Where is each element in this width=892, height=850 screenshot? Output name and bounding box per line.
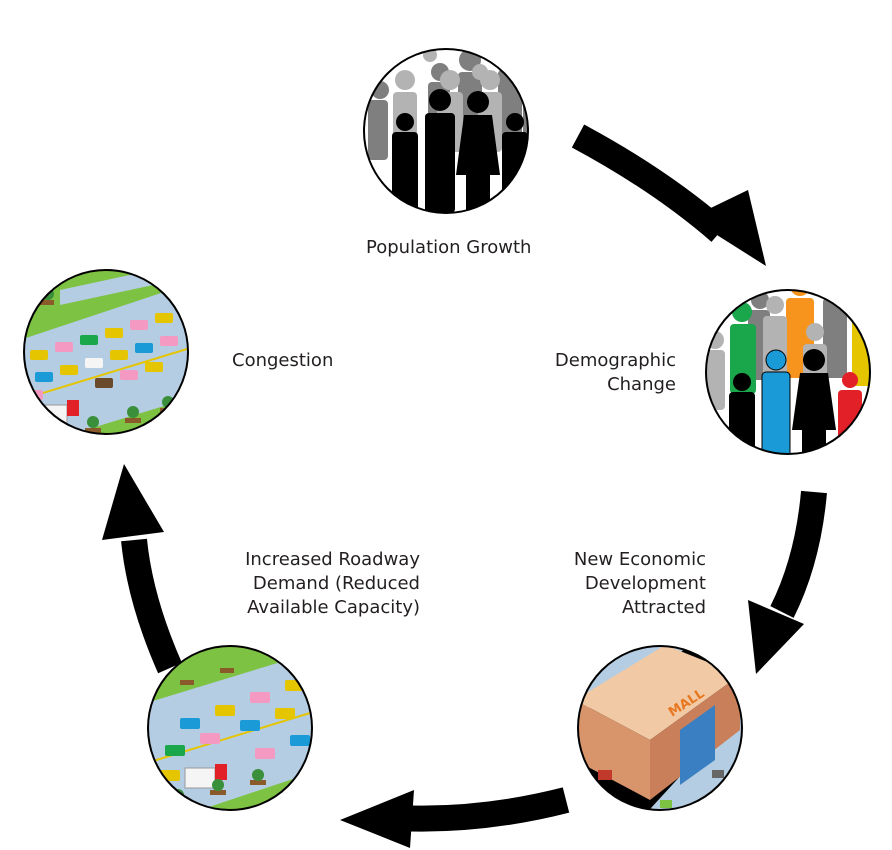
arrow-roadway-to-congestion [102,464,182,674]
arrow-demographic-to-economic [748,490,827,674]
label-line: Congestion [232,350,334,371]
arrow-economic-to-roadway [340,787,570,848]
congested-highway-icon [24,270,188,434]
label-population-growth: Population Growth [366,236,531,260]
mall-icon: MALL [578,646,742,810]
label-demographic-change: Demographic Change [520,349,676,397]
label-line: Population Growth [366,237,532,258]
label-line: Available Capacity) [247,597,420,618]
traffic-road-icon [148,646,312,810]
label-line: Change [607,374,676,395]
label-congestion: Congestion [232,349,333,373]
roadway-demand-circle [147,645,313,811]
label-line: New Economic [573,549,706,570]
label-line: Increased Roadway [245,549,420,570]
congestion-circle [23,269,189,435]
label-line: Attracted [622,597,706,618]
mall-circle: MALL [577,645,743,811]
population-growth-circle [363,48,529,214]
label-new-economic-development: New Economic Development Attracted [520,548,706,620]
demographic-change-circle [705,289,871,455]
arrow-population-to-demographic [571,124,766,266]
label-increased-roadway-demand: Increased Roadway Demand (Reduced Availa… [210,548,420,620]
label-line: Demographic [554,350,676,371]
label-line: Demand (Reduced [252,573,420,594]
label-line: Development [584,573,706,594]
